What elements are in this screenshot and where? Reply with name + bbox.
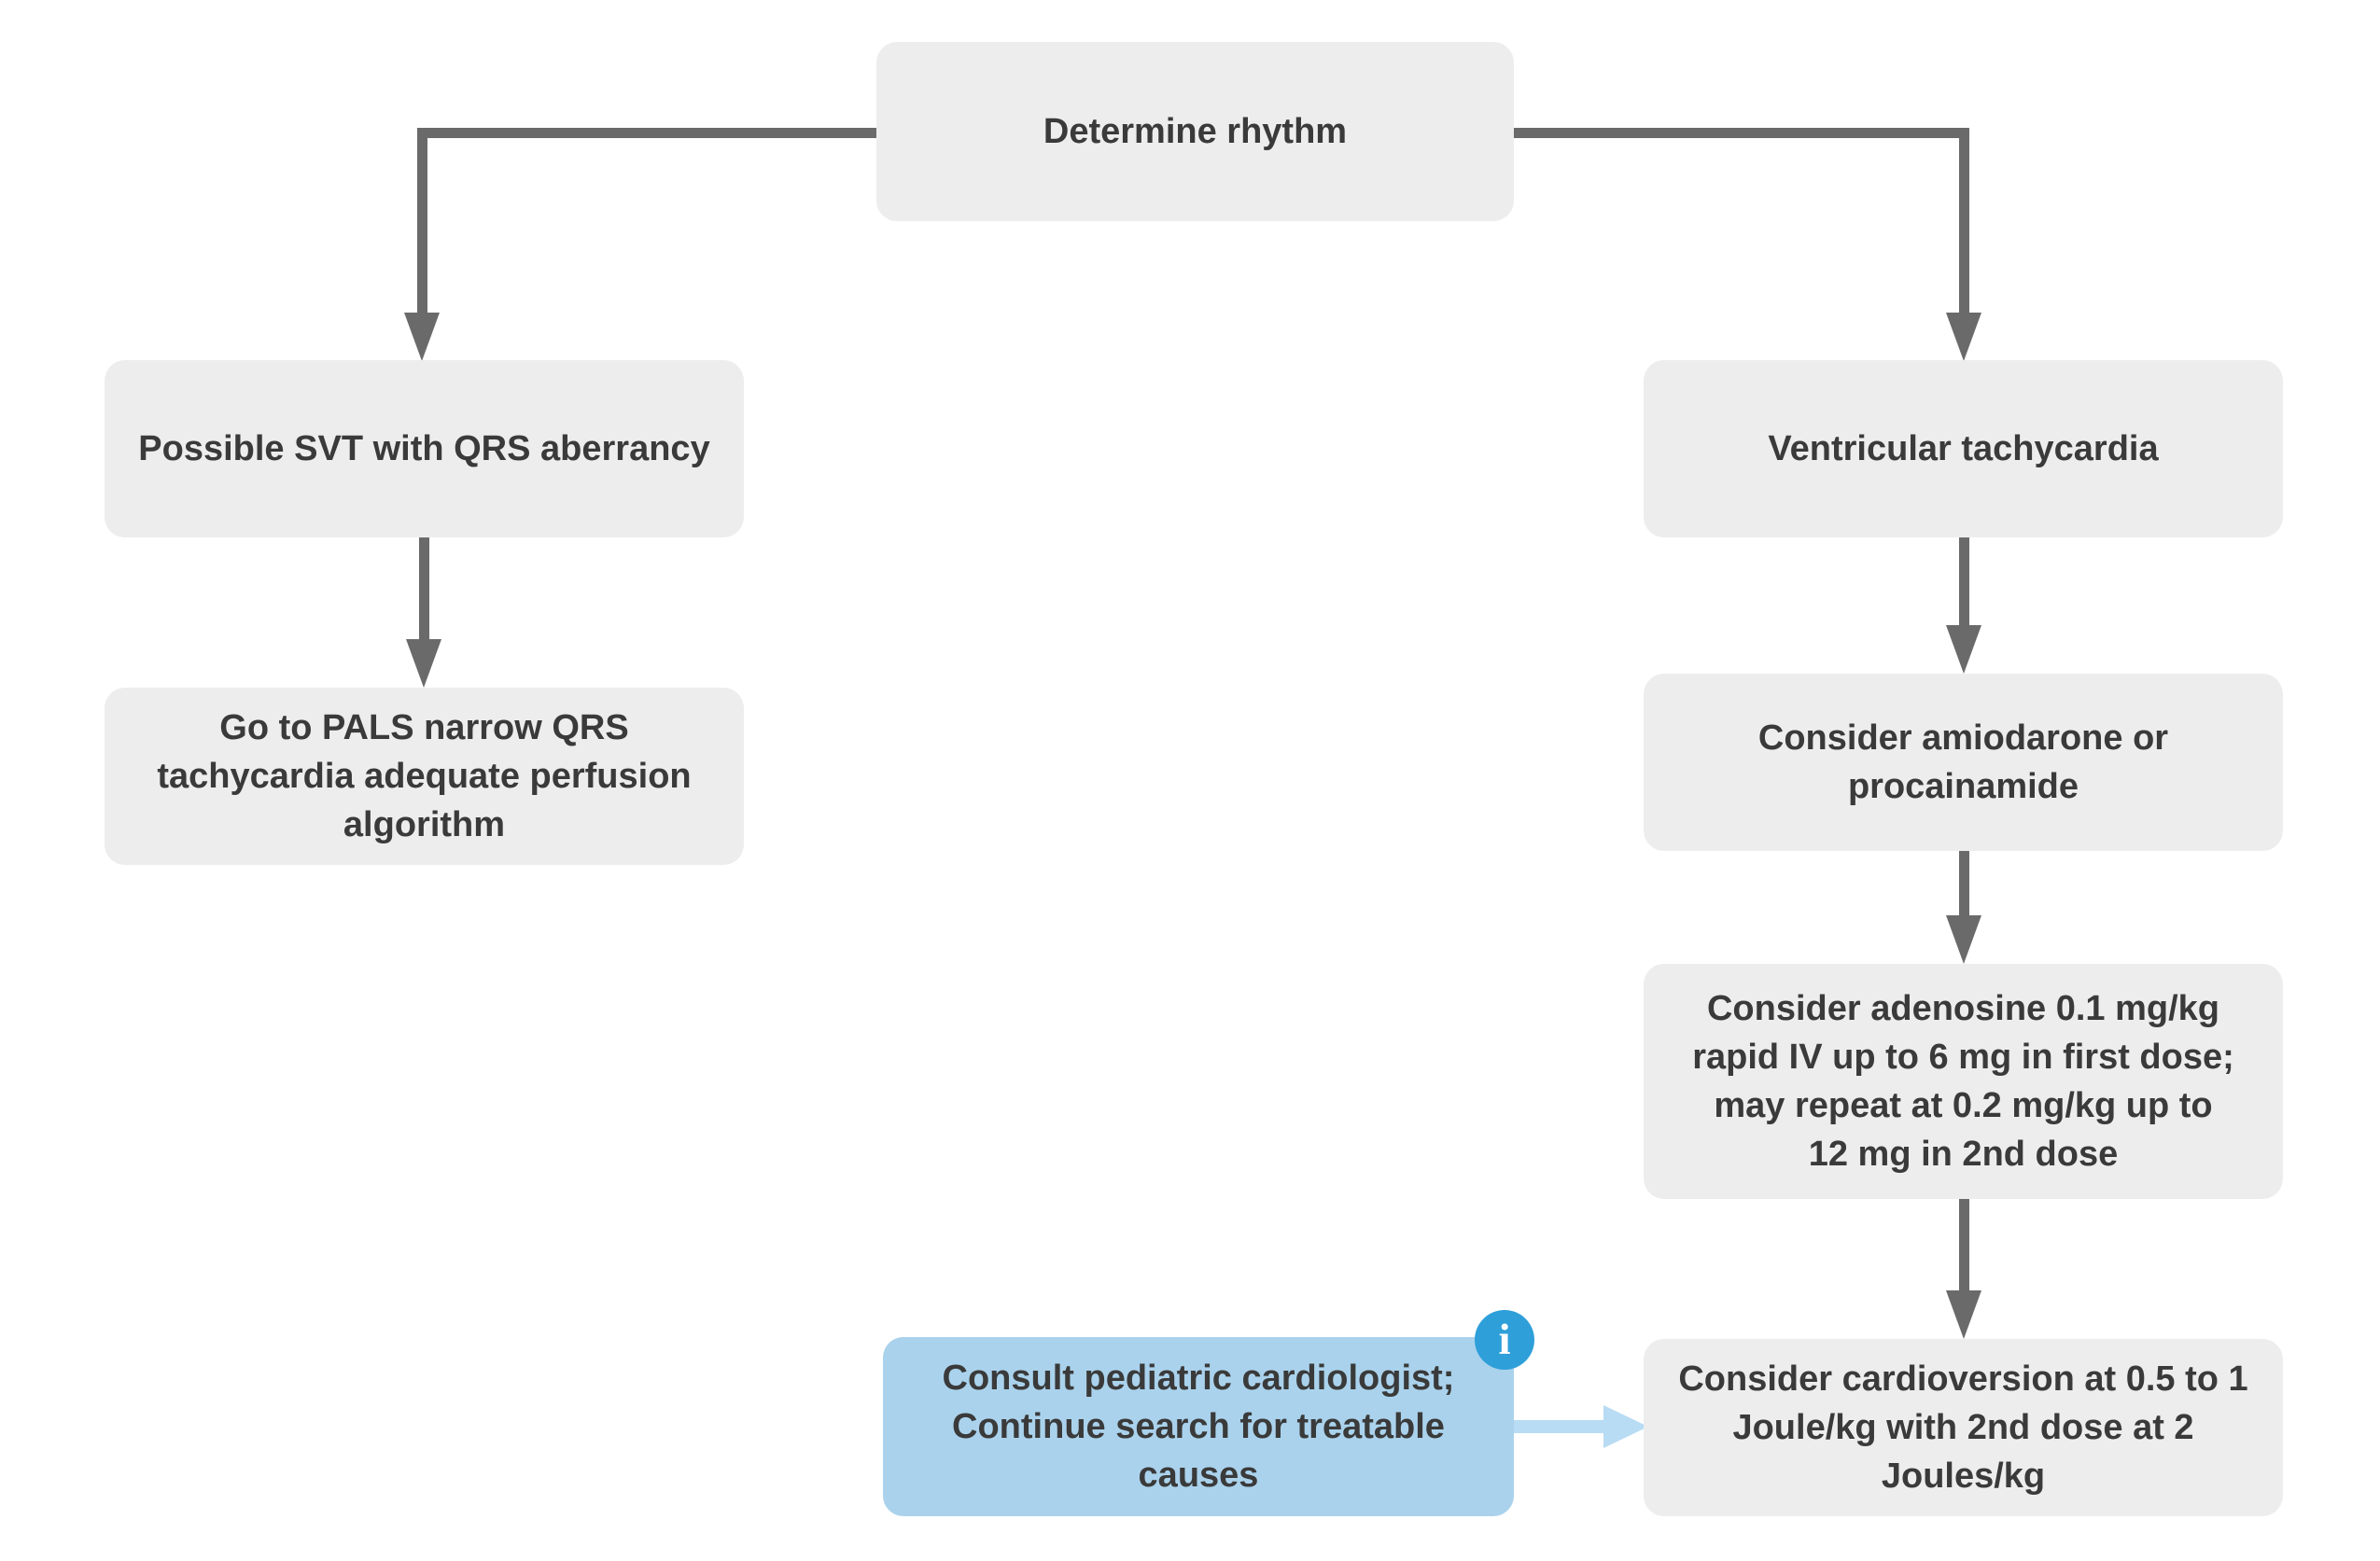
node-cardioversion: Consider cardioversion at 0.5 to 1 Joule… — [1644, 1339, 2283, 1516]
arrowhead-into-amiodarone — [1946, 625, 1981, 674]
arrowhead-into-cardioversion — [1946, 1290, 1981, 1339]
arrowhead-right-into-cardioversion — [1603, 1405, 1648, 1448]
node-label: Consider adenosine 0.1 mg/kg rapid IV up… — [1692, 989, 2234, 1174]
arrowhead-into-possible-svt — [404, 313, 440, 361]
connector-root-left-vertical — [417, 128, 427, 314]
node-amiodarone: Consider amiodarone or procainamide — [1644, 674, 2283, 851]
connector-root-right-vertical — [1959, 128, 1969, 314]
connector-adenosine-to-cardioversion — [1959, 1199, 1969, 1292]
node-label: Determine rhythm — [1043, 112, 1348, 151]
node-adenosine: Consider adenosine 0.1 mg/kg rapid IV up… — [1644, 964, 2283, 1199]
node-label: Ventricular tachycardia — [1768, 429, 2159, 468]
node-label: Consult pediatric cardiologist; Continue… — [942, 1359, 1455, 1495]
node-consult-cardiologist: Consult pediatric cardiologist; Continue… — [883, 1337, 1514, 1516]
arrowhead-into-ventricular-tachycardia — [1946, 313, 1981, 361]
info-icon[interactable]: i — [1475, 1310, 1534, 1370]
arrowhead-into-pals — [406, 639, 441, 688]
connector-consult-to-cardioversion — [1514, 1420, 1605, 1433]
node-ventricular-tachycardia: Ventricular tachycardia — [1644, 360, 2283, 537]
connector-root-left-horizontal — [417, 128, 876, 138]
node-label: Consider amiodarone or procainamide — [1757, 718, 2169, 806]
connector-vt-to-amiodarone — [1959, 537, 1969, 626]
connector-amiodarone-to-adenosine — [1959, 849, 1969, 916]
arrowhead-into-adenosine — [1946, 915, 1981, 964]
node-pals-narrow-qrs: Go to PALS narrow QRS tachycardia adequa… — [105, 688, 744, 865]
node-label: Go to PALS narrow QRS tachycardia adequa… — [157, 708, 692, 844]
node-label: Possible SVT with QRS aberrancy — [138, 429, 710, 468]
node-possible-svt: Possible SVT with QRS aberrancy — [105, 360, 744, 537]
info-icon-glyph: i — [1498, 1315, 1511, 1364]
node-label: Consider cardioversion at 0.5 to 1 Joule… — [1678, 1359, 2248, 1496]
node-determine-rhythm: Determine rhythm — [876, 42, 1514, 221]
connector-root-right-horizontal — [1514, 128, 1969, 138]
connector-svt-to-pals — [419, 537, 429, 640]
